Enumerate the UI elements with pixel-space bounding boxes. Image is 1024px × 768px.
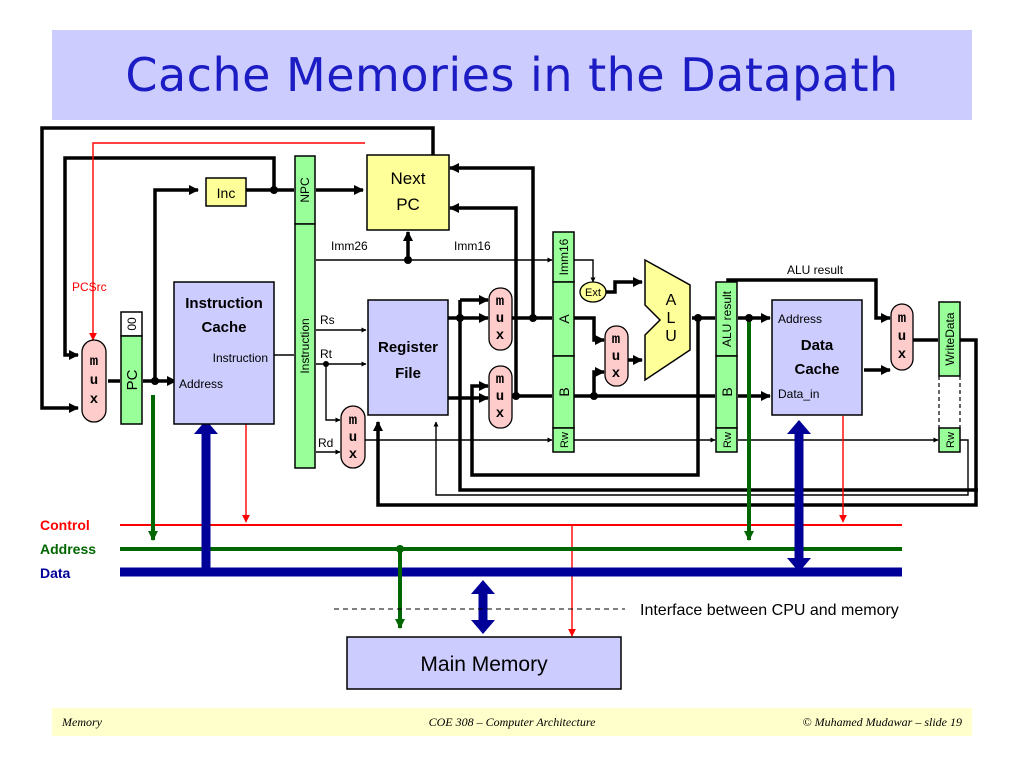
inc-block: Inc <box>205 177 247 207</box>
svg-text:m: m <box>90 354 98 370</box>
svg-text:u: u <box>90 373 98 389</box>
svg-text:ALU result: ALU result <box>720 290 734 347</box>
next-pc-block: Next PC <box>366 154 450 231</box>
rt-label: Rt <box>320 347 333 361</box>
thick-wires <box>40 126 978 507</box>
svg-text:Instruction: Instruction <box>185 295 263 312</box>
svg-text:u: u <box>496 311 504 327</box>
mux-writeback: m u x <box>890 303 914 371</box>
svg-text:Main Memory: Main Memory <box>420 653 548 676</box>
main-memory: Main Memory <box>346 636 622 690</box>
svg-text:m: m <box>496 372 504 388</box>
svg-text:x: x <box>90 392 99 408</box>
svg-text:u: u <box>349 430 357 446</box>
svg-text:WriteData: WriteData <box>943 312 957 365</box>
mux-alu-b: m u x <box>604 325 629 387</box>
svg-text:00: 00 <box>125 317 139 331</box>
svg-text:Inc: Inc <box>217 185 236 201</box>
buses <box>120 318 902 634</box>
instruction-register: Instruction <box>294 223 316 469</box>
svg-text:PC: PC <box>396 195 420 214</box>
imm26-label: Imm26 <box>331 239 368 253</box>
svg-text:Instruction: Instruction <box>298 318 312 373</box>
alu-result-register: ALU result B Rw <box>715 281 738 453</box>
svg-text:Rw: Rw <box>559 432 571 448</box>
mux-a-forward: m u x <box>488 287 513 351</box>
rd-label: Rd <box>318 436 333 450</box>
alu: A L U <box>644 258 691 382</box>
title-band: Cache Memories in the Datapath <box>52 30 972 120</box>
svg-text:Cache: Cache <box>201 319 246 336</box>
svg-text:B: B <box>556 387 572 396</box>
footer: Memory COE 308 – Computer Architecture ©… <box>52 708 972 736</box>
footer-topic: Memory <box>62 715 102 729</box>
svg-text:L: L <box>667 310 676 327</box>
interface-label: Interface between CPU and memory <box>640 602 899 619</box>
svg-text:Next: Next <box>391 169 426 188</box>
pc-register: 00 PC <box>120 311 143 425</box>
svg-text:A: A <box>666 292 677 309</box>
npc-register: NPC <box>294 155 316 225</box>
imm16-a-b-register: Imm16 A B Rw <box>552 231 575 453</box>
rs-label: Rs <box>320 313 335 327</box>
svg-text:u: u <box>898 329 906 345</box>
mux-b-forward: m u x <box>488 365 513 429</box>
footer-course: COE 308 – Computer Architecture <box>428 715 596 729</box>
data-bus-label: Data <box>40 565 71 581</box>
svg-text:x: x <box>612 366 621 382</box>
svg-text:U: U <box>665 328 677 345</box>
svg-text:File: File <box>395 365 421 382</box>
slide-title: Cache Memories in the Datapath <box>125 48 899 102</box>
control-wires <box>89 142 847 637</box>
register-file: Register File <box>367 299 449 416</box>
signal-labels: PCSrc Imm26 Imm16 Rs Rt Rd ALU result <box>72 239 844 450</box>
svg-text:Instruction: Instruction <box>213 351 268 365</box>
svg-text:m: m <box>898 311 906 327</box>
svg-text:Imm16: Imm16 <box>557 238 571 275</box>
footer-credit: © Muhamed Mudawar – slide 19 <box>802 715 962 729</box>
svg-text:Register: Register <box>378 339 438 356</box>
bus-labels: Control Address Data <box>40 517 96 581</box>
svg-text:x: x <box>349 447 358 463</box>
junction-dots <box>151 186 753 553</box>
svg-text:x: x <box>496 328 505 344</box>
svg-text:u: u <box>496 389 504 405</box>
alu-result-label: ALU result <box>787 263 844 277</box>
svg-text:Data_in: Data_in <box>778 387 819 401</box>
svg-text:Ext: Ext <box>585 287 601 299</box>
svg-text:A: A <box>556 314 572 324</box>
control-bus-label: Control <box>40 517 90 533</box>
svg-text:m: m <box>349 413 357 429</box>
imm16-label: Imm16 <box>454 239 491 253</box>
svg-text:Rw: Rw <box>722 432 734 448</box>
svg-text:Address: Address <box>179 377 223 391</box>
mux-rd: m u x <box>340 405 366 469</box>
svg-text:x: x <box>898 347 907 363</box>
write-data-register: WriteData Rw <box>938 301 961 453</box>
svg-text:Data: Data <box>801 337 834 354</box>
address-bus-label: Address <box>40 541 96 557</box>
thin-wires <box>272 257 969 496</box>
svg-text:x: x <box>496 406 505 422</box>
pcsrc-label: PCSrc <box>72 280 107 294</box>
svg-text:NPC: NPC <box>298 177 312 203</box>
ext-unit: Ext <box>579 281 607 303</box>
svg-text:u: u <box>612 349 620 365</box>
svg-text:m: m <box>496 294 504 310</box>
svg-text:Rw: Rw <box>945 432 957 448</box>
svg-text:PC: PC <box>124 369 141 390</box>
instruction-cache: Instruction Cache Instruction Address <box>173 281 275 425</box>
svg-text:Cache: Cache <box>794 361 839 378</box>
svg-text:B: B <box>719 387 735 396</box>
svg-text:Address: Address <box>778 312 822 326</box>
mux-pc: m u x <box>81 339 107 423</box>
data-cache: Address Data Cache Data_in <box>771 299 863 416</box>
svg-text:m: m <box>612 332 620 348</box>
